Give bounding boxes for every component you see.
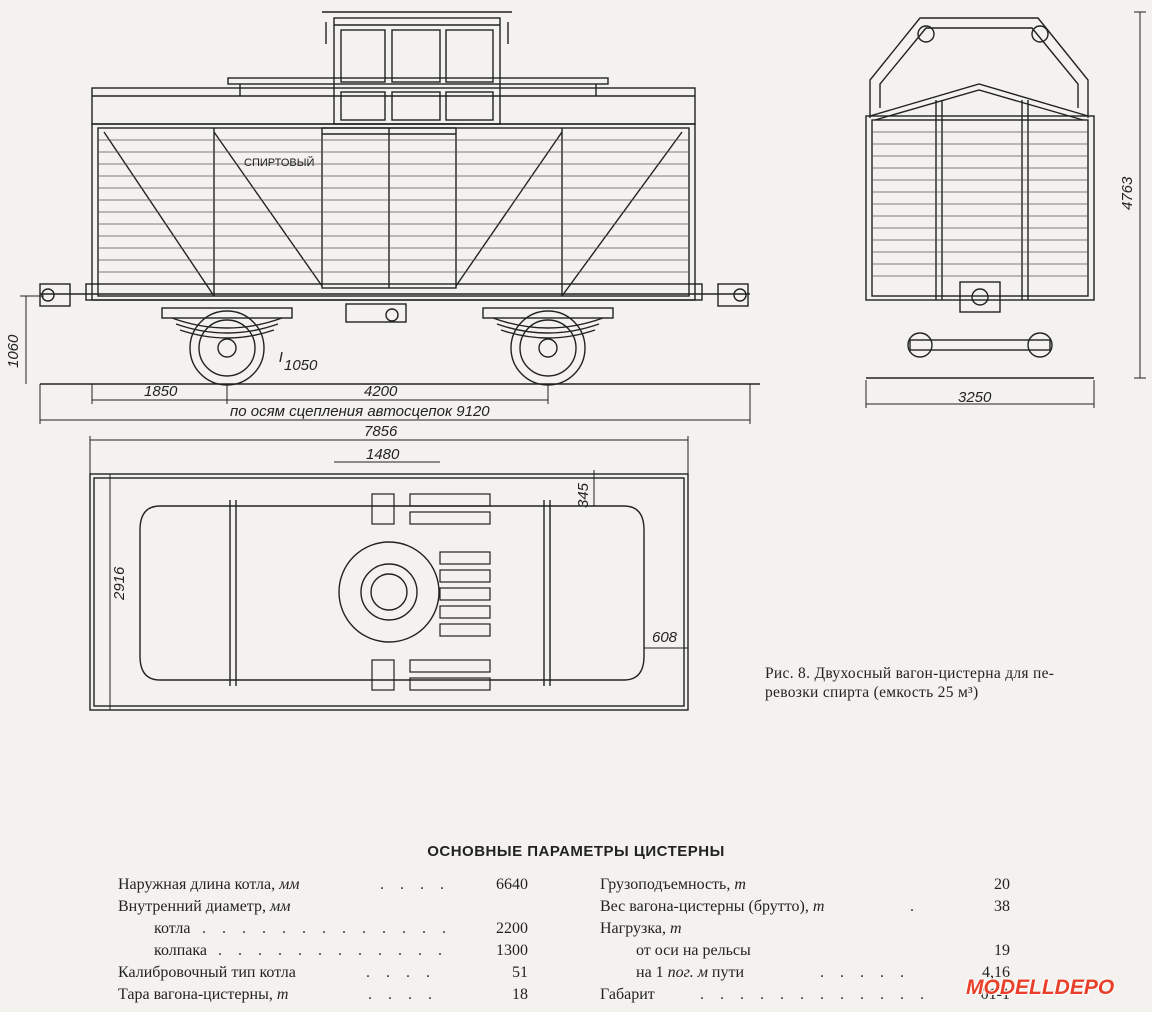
dim-total: 7856: [364, 423, 398, 440]
param-row: Габарит . . . . . . . . . . . . 01-1: [600, 986, 1010, 1003]
dim-end-offset: 608: [652, 629, 678, 646]
dim-base: 4200: [364, 383, 398, 400]
caption-line-2: ревозки спирта (емкость 25 м³): [765, 684, 979, 701]
watermark-logo: MODELLDEPO: [966, 976, 1115, 999]
param-row: Тара вагона-цистерны, т . . . . 18: [118, 986, 528, 1003]
plan-view: [89, 473, 689, 711]
param-row: Калибровочный тип котла . . . . 51: [118, 964, 528, 981]
dimension-lines: [20, 11, 1146, 710]
dim-height-1060: 1060: [5, 334, 22, 368]
dim-overhang: 1850: [144, 383, 178, 400]
dim-step: 345: [575, 482, 592, 508]
plank-lines: [98, 131, 1088, 277]
side-view: [39, 11, 760, 386]
dim-dome-offset: 1480: [366, 446, 400, 463]
dim-wheel: 1050: [284, 357, 318, 374]
dim-height-total: 4763: [1119, 176, 1136, 210]
param-row: от оси на рельсы 19: [636, 942, 1010, 959]
caption-line-1: Рис. 8. Двухосный вагон-цистерна для пе-: [765, 665, 1055, 682]
dim-width-plan: 2916: [111, 566, 128, 601]
param-row: котла . . . . . . . . . . . . . 2200: [154, 920, 528, 937]
param-row: на 1 пог. м пути . . . . . 4,16: [636, 964, 1010, 981]
side-label: СПИРТОВЫЙ: [244, 156, 314, 169]
technical-drawing: СПИРТОВЫЙ 1050 1060 1850 4200 по осям сц…: [5, 11, 1146, 711]
figure-caption: Рис. 8. Двухосный вагон-цистерна для пе-…: [765, 664, 1145, 702]
end-view: [865, 17, 1095, 379]
param-row: Нагрузка, т: [600, 920, 682, 937]
dim-width-end: 3250: [958, 389, 992, 406]
param-row: Внутренний диаметр, мм: [118, 898, 291, 915]
param-row: Грузоподъемность, т 20: [600, 876, 1010, 893]
params-title: ОСНОВНЫЕ ПАРАМЕТРЫ ЦИСТЕРНЫ: [427, 843, 725, 860]
param-row: Вес вагона-цистерны (брутто), т . 38: [600, 898, 1010, 915]
param-row: колпака . . . . . . . . . . . . 1300: [154, 942, 528, 959]
param-row: Наружная длина котла, мм . . . . 6640: [118, 876, 528, 893]
dim-coupler-note: по осям сцепления автосцепок 9120: [230, 403, 490, 420]
